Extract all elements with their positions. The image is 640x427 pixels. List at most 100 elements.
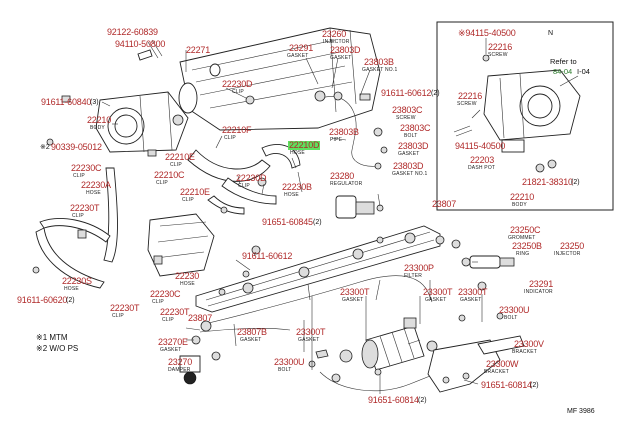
part-sublabel: CLIP: [182, 197, 194, 203]
part-label: 23807B: [237, 327, 267, 337]
part-label: 23250C: [510, 225, 541, 235]
part-label: 22210: [510, 192, 535, 202]
part-sublabel: HOSE: [64, 286, 79, 292]
part-label: 22210E: [165, 152, 195, 162]
part-label: 23803C: [392, 105, 423, 115]
part-label: 23300P: [404, 263, 434, 273]
part-label: 22216: [458, 91, 483, 101]
part-label: 23803D: [398, 141, 429, 151]
part-label: 23803D: [393, 161, 424, 171]
fuel-pipe-upper: [314, 90, 388, 170]
part-label: 92122-60839: [107, 27, 158, 37]
fuel-pipes-lower: [191, 275, 441, 392]
part-sublabel: GASKET: [425, 297, 447, 303]
part-label: 23291: [529, 279, 554, 289]
leader-lines: [101, 50, 483, 394]
part-label: 23803D: [330, 45, 361, 55]
part-sublabel: BOLT: [404, 133, 418, 139]
part-label: 94115-40500: [455, 141, 506, 151]
intake-chamber: [178, 27, 381, 131]
refer-page-link[interactable]: 84-04: [553, 67, 573, 76]
part-label: ※94115-40500: [458, 28, 516, 38]
part-label: 23807: [432, 199, 457, 209]
delivery-pipe: [195, 225, 445, 313]
part-label: 23300W: [486, 359, 519, 369]
note-wo-ps: ※2 W/O PS: [36, 344, 79, 353]
part-label: 91611-60612: [242, 251, 293, 261]
part-sublabel: INJECTOR: [323, 39, 350, 45]
part-label: 22210: [87, 115, 112, 125]
part-label: 22230C: [71, 163, 102, 173]
part-sublabel: CLIP: [162, 317, 174, 323]
part-sublabel: BOLT: [504, 315, 518, 321]
part-label: 23270E: [158, 337, 188, 347]
part-sublabel: BRACKET: [512, 349, 538, 355]
part-label: 91651-60814: [368, 395, 419, 405]
part-sublabel: REGULATOR: [330, 181, 363, 187]
part-label: 22230T: [110, 303, 140, 313]
part-sublabel: GASKET: [460, 297, 482, 303]
part-sublabel: GASKET: [398, 151, 420, 157]
refer-to-text: Refer to: [550, 57, 577, 66]
part-sublabel: GASKET: [240, 337, 262, 343]
part-label: 23807: [188, 313, 213, 323]
part-sublabel: PIPE: [330, 137, 343, 143]
part-sublabel: GASKET No.1: [362, 67, 398, 73]
part-sublabel: CLIP: [73, 173, 85, 179]
part-label: 23270: [168, 357, 193, 367]
part-label: 23300U: [274, 357, 305, 367]
part-label: 22230B: [282, 182, 312, 192]
part-sublabel: INDICATOR: [524, 289, 553, 295]
part-sublabel: DAMPER: [168, 367, 191, 373]
part-sublabel: SCREW: [457, 101, 477, 107]
fasteners-left: [46, 39, 163, 157]
inset-throttle-body: [453, 38, 581, 173]
part-label: 23250: [560, 241, 585, 251]
pulsation-damper: [179, 355, 201, 385]
part-sublabel: GASKET: [342, 297, 364, 303]
note-prefix: ※2: [40, 144, 50, 151]
part-label: 91611-60840: [41, 97, 92, 107]
part-label: 22230D: [236, 173, 267, 183]
part-label: 22203: [470, 155, 495, 165]
part-sublabel: FILTER: [404, 273, 423, 279]
fuel-filter: [361, 317, 438, 371]
diagram-code: MF 3986: [567, 408, 595, 415]
part-label: 91651-60845: [262, 217, 313, 227]
part-label: 22230C: [150, 289, 181, 299]
part-sublabel: SCREW: [488, 52, 508, 58]
part-sublabel: BRACKET: [484, 369, 510, 375]
part-qty: (2): [66, 297, 75, 304]
part-label: 23300U: [499, 305, 530, 315]
part-label: 22230S: [62, 276, 92, 286]
part-label: 23300V: [514, 339, 544, 349]
part-sublabel: CLIP: [170, 162, 182, 168]
part-label: 22210F: [222, 125, 252, 135]
pressure-regulator: [335, 195, 384, 219]
injector: [451, 239, 515, 322]
part-label: 23291: [289, 43, 314, 53]
part-sublabel: GASKET: [160, 347, 182, 353]
part-label: 23300T: [458, 287, 488, 297]
part-sublabel: RING: [516, 251, 530, 257]
part-label: 23250B: [512, 241, 542, 251]
part-label: 23803C: [400, 123, 431, 133]
part-label: 22230: [175, 271, 200, 281]
part-sublabel: INJECTOR: [554, 251, 581, 257]
part-label: 91611-60612: [381, 88, 432, 98]
part-sublabel: CLIP: [112, 313, 124, 319]
part-label: 22230T: [70, 203, 100, 213]
hoses-upper: [187, 95, 301, 215]
part-sublabel: CLIP: [232, 89, 244, 95]
part-label: 23300T: [296, 327, 326, 337]
part-qty: (2): [571, 179, 580, 186]
part-sublabel: GROMMET: [508, 235, 536, 241]
part-label: 22230T: [160, 307, 190, 317]
part-sublabel: GASKET No.1: [392, 171, 428, 177]
part-qty: (2): [418, 397, 427, 404]
part-sublabel: GASKET: [298, 337, 320, 343]
refer-suffix: I-04: [577, 67, 590, 76]
part-sublabel: GASKET: [330, 55, 352, 61]
